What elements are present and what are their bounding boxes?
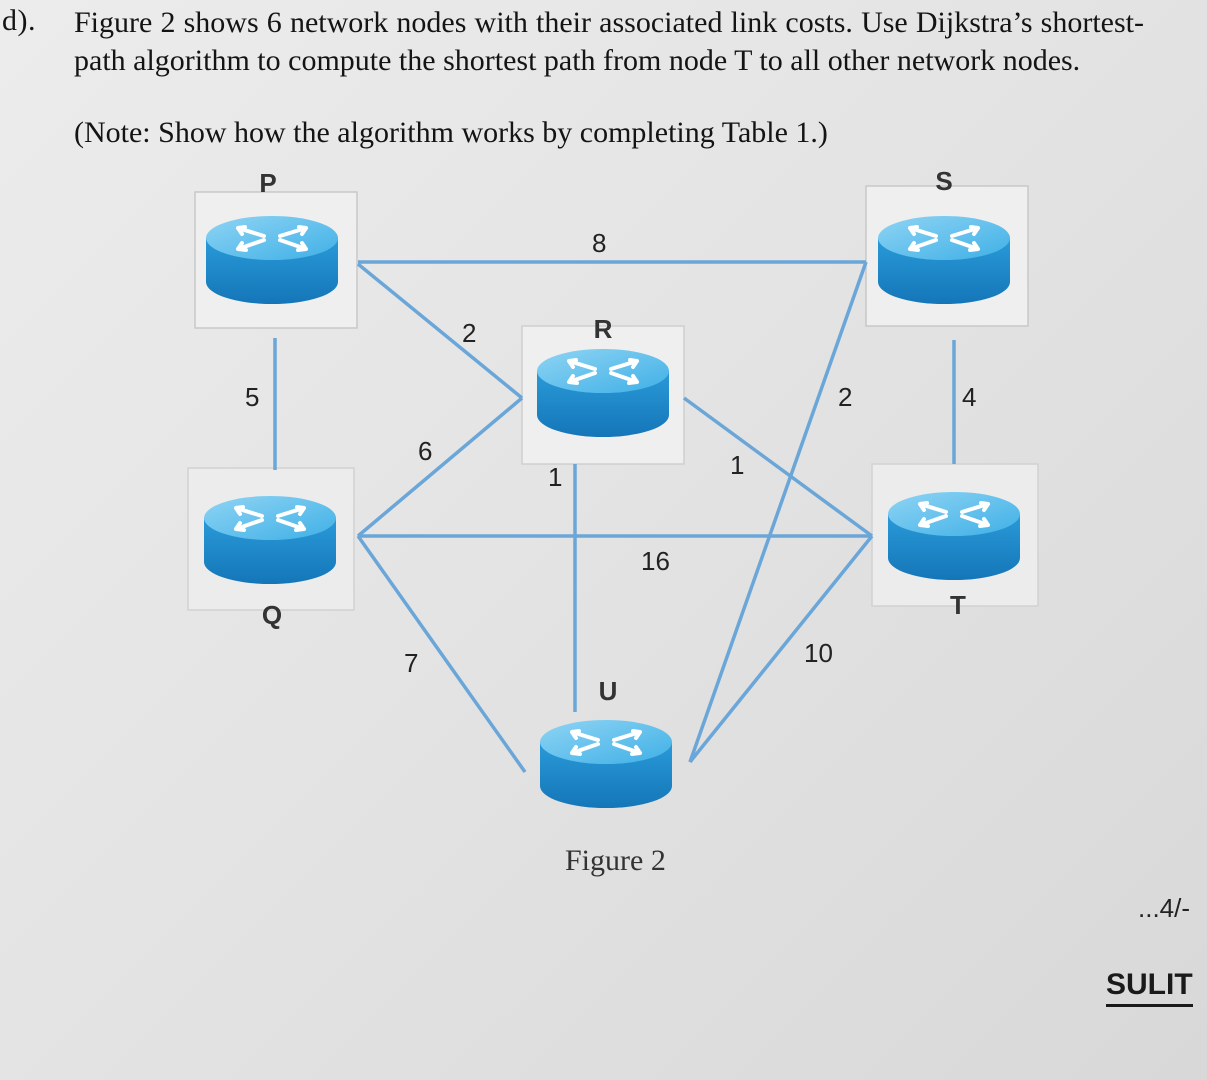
links xyxy=(273,260,956,774)
figure-caption: Figure 2 xyxy=(565,844,666,877)
link-q-r xyxy=(356,396,524,538)
cost-s-t: 4 xyxy=(962,382,976,412)
router-q-icon xyxy=(202,494,338,586)
link-q-u xyxy=(356,534,527,774)
cost-q-u: 7 xyxy=(404,648,418,678)
cost-p-r: 2 xyxy=(462,318,476,348)
node-name-p: P xyxy=(259,168,276,198)
cost-q-t: 16 xyxy=(641,546,670,576)
router-u-icon xyxy=(538,718,674,810)
node-name-q: Q xyxy=(262,600,282,630)
node-name-r: R xyxy=(594,314,613,344)
question-label: d). xyxy=(2,4,36,37)
question-text: Figure 2 shows 6 network nodes with thei… xyxy=(74,6,1144,77)
cost-q-r: 6 xyxy=(418,436,432,466)
router-t-icon xyxy=(886,490,1022,582)
cost-t-u: 10 xyxy=(804,638,833,668)
cost-s-u: 2 xyxy=(838,382,852,412)
node-name-t: T xyxy=(950,590,966,620)
page-continuation: ...4/- xyxy=(1138,893,1191,923)
router-r-icon xyxy=(535,347,671,439)
router-s-icon xyxy=(876,214,1012,306)
question-note: (Note: Show how the algorithm works by c… xyxy=(74,116,828,149)
router-p-icon xyxy=(204,214,340,306)
classification-label: SULIT xyxy=(1106,968,1193,1007)
cost-p-q: 5 xyxy=(245,382,259,412)
link-r-t xyxy=(682,396,874,538)
cost-r-u: 1 xyxy=(548,462,562,492)
cost-r-t: 1 xyxy=(730,450,744,480)
node-name-s: S xyxy=(935,166,952,196)
link-s-u xyxy=(688,261,868,763)
cost-p-s: 8 xyxy=(592,228,606,258)
link-p-r xyxy=(356,262,524,400)
node-name-u: U xyxy=(599,676,618,706)
link-t-u xyxy=(688,534,874,764)
